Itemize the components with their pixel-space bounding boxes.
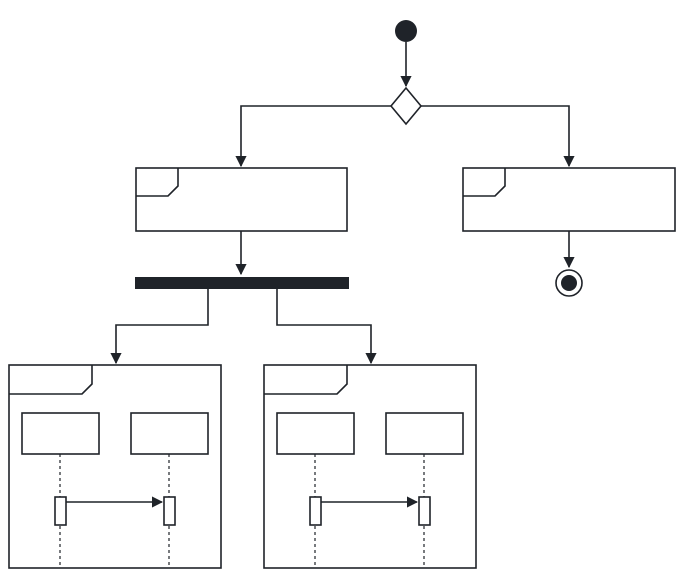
flow-fork-to-left-interaction bbox=[110, 289, 209, 365]
lifeline-head-1 bbox=[21, 412, 100, 455]
frame-left-tab bbox=[136, 168, 179, 197]
activation-bar-2 bbox=[418, 496, 431, 526]
flow-fork-to-right-interaction bbox=[276, 289, 377, 365]
interaction-frame-left bbox=[8, 364, 222, 569]
activation-bar-1 bbox=[309, 496, 322, 526]
lifeline-head-2 bbox=[385, 412, 464, 455]
interaction-right-tab bbox=[264, 365, 348, 395]
frame-right bbox=[462, 167, 676, 232]
frame-left bbox=[135, 167, 348, 232]
activation-bar-2 bbox=[163, 496, 176, 526]
activity-final-node bbox=[555, 269, 583, 297]
lifeline-head-1 bbox=[276, 412, 355, 455]
flow-decision-to-left-frame bbox=[235, 105, 391, 168]
flow-decision-to-right-frame bbox=[421, 105, 575, 168]
frame-right-tab bbox=[463, 168, 506, 197]
lifeline-head-2 bbox=[130, 412, 209, 455]
activation-bar-1 bbox=[54, 496, 67, 526]
fork-bar bbox=[135, 277, 349, 289]
interaction-left-tab bbox=[9, 365, 93, 395]
initial-node bbox=[395, 20, 417, 42]
decision-node bbox=[389, 86, 423, 126]
interaction-frame-right bbox=[263, 364, 477, 569]
